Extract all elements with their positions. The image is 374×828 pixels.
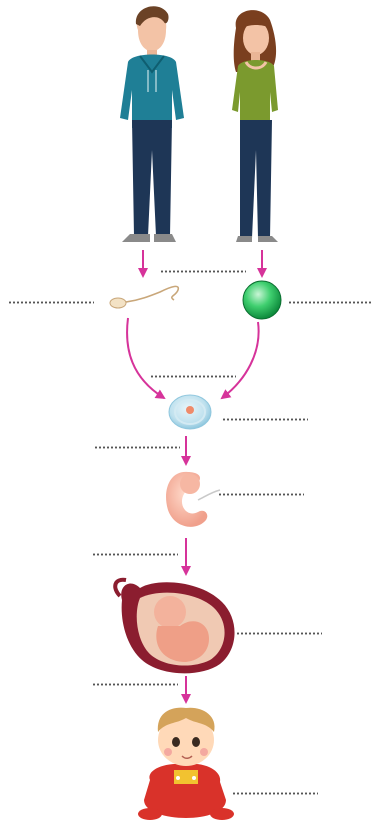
blank-development-process[interactable] xyxy=(92,553,178,556)
blank-birth-process[interactable] xyxy=(92,683,178,686)
blank-fetus-label[interactable] xyxy=(236,632,322,635)
blank-zygote-label[interactable] xyxy=(222,418,308,421)
embryo-icon xyxy=(166,472,220,527)
fertilized-egg-icon xyxy=(169,395,211,429)
man-figure-icon xyxy=(120,6,184,242)
egg-cell-icon xyxy=(243,281,281,319)
blank-cell-division-process[interactable] xyxy=(94,446,180,449)
woman-figure-icon xyxy=(232,10,278,242)
blank-sperm-label[interactable] xyxy=(8,301,94,304)
blank-fertilization-process[interactable] xyxy=(150,375,236,378)
blank-sperm-producing-organ[interactable] xyxy=(160,270,246,273)
baby-icon xyxy=(138,708,234,820)
blank-embryo-label[interactable] xyxy=(218,493,304,496)
arrow-egg-to-zygote xyxy=(222,322,259,398)
fetus-in-womb-icon xyxy=(115,580,234,674)
blank-egg-label[interactable] xyxy=(288,301,372,304)
sperm-cell-icon xyxy=(110,286,178,308)
arrow-sperm-to-zygote xyxy=(127,318,164,398)
blank-baby-label[interactable] xyxy=(232,792,318,795)
